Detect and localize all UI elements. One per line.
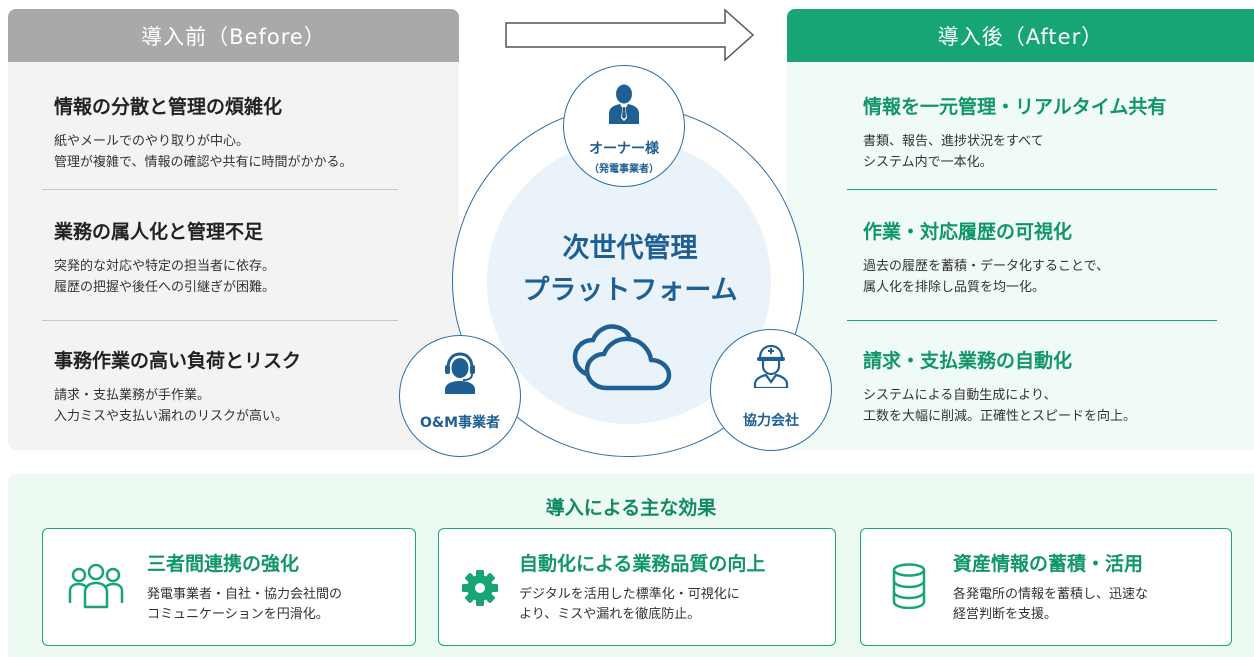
after-item-desc-line2: 属人化を排除し品質を均一化。: [863, 280, 1046, 295]
after-item-3: 請求・支払業務の自動化 システムによる自動生成により、 工数を大幅に削減。正確性…: [863, 346, 1243, 427]
operator-headset-icon: [445, 352, 475, 394]
before-item-desc-line1: 請求・支払業務が手作業。: [54, 388, 211, 403]
owner-node: オーナー様 （発電事業者）: [563, 65, 685, 187]
partner-label: 協力会社: [743, 413, 799, 429]
after-panel: 導入後（After） 情報を一元管理・リアルタイム共有 書類、報告、進捗状況をす…: [787, 9, 1254, 450]
after-item-2: 作業・対応履歴の可視化 過去の履歴を蓄積・データ化することで、 属人化を排除し品…: [863, 217, 1243, 298]
owner-label: オーナー様: [589, 141, 659, 157]
before-item-1: 情報の分散と管理の煩雑化 紙やメールでのやり取りが中心。 管理が複雑で、情報の確…: [54, 92, 434, 173]
people-icon: [68, 563, 124, 609]
effects-section: 導入による主な効果 三者間連携の強化 発電事業者・自社・協力会社間の コミュニケ…: [8, 474, 1254, 657]
effect-card-title: 三者間連携の強化: [147, 553, 300, 575]
gear-icon: [462, 570, 498, 606]
om-node: O&M事業者: [399, 335, 521, 457]
after-item-title: 請求・支払業務の自動化: [863, 350, 1073, 372]
before-divider-2: [42, 320, 398, 321]
before-item-desc-line2: 管理が複雑で、情報の確認や共有に時間がかかる。: [54, 155, 353, 170]
after-item-title: 作業・対応履歴の可視化: [863, 221, 1073, 243]
after-item-desc-line2: 工数を大幅に削減。正確性とスピードを向上。: [863, 409, 1137, 424]
database-icon: [892, 563, 926, 609]
before-to-after-arrow: [505, 8, 755, 62]
before-item-desc-line2: 入力ミスや支払い漏れのリスクが高い。: [54, 409, 289, 424]
before-item-title: 情報の分散と管理の煩雑化: [54, 96, 283, 118]
effect-card-title: 自動化による業務品質の向上: [519, 553, 766, 575]
effect-card-collaboration: 三者間連携の強化 発電事業者・自社・協力会社間の コミュニケーションを円滑化。: [42, 528, 416, 646]
after-divider-1: [847, 189, 1217, 190]
before-panel: 導入前（Before） 情報の分散と管理の煩雑化 紙やメールでのやり取りが中心。…: [8, 9, 459, 450]
om-label: O&M事業者: [419, 415, 501, 431]
effect-card-assets: 資産情報の蓄積・活用 各発電所の情報を蓄積し、迅速な 経営判断を支援。: [860, 528, 1232, 646]
platform-title: 次世代管理 プラットフォーム: [480, 228, 780, 312]
effect-card-desc-line1: 各発電所の情報を蓄積し、迅速な: [953, 587, 1149, 602]
platform-title-line1: 次世代管理: [562, 233, 698, 264]
before-item-title: 業務の属人化と管理不足: [54, 221, 264, 243]
effect-card-automation: 自動化による業務品質の向上 デジタルを活用した標準化・可視化に より、ミスや漏れ…: [438, 528, 836, 646]
businessman-icon: [609, 84, 639, 124]
after-item-desc-line1: 過去の履歴を蓄積・データ化することで、: [863, 259, 1110, 274]
after-header: 導入後（After）: [787, 9, 1254, 62]
effect-card-desc-line1: デジタルを活用した標準化・可視化に: [519, 587, 740, 602]
effect-card-desc-line2: 経営判断を支援。: [953, 607, 1058, 622]
after-item-desc-line2: システム内で一本化。: [863, 155, 993, 170]
after-item-title: 情報を一元管理・リアルタイム共有: [863, 96, 1167, 118]
before-header: 導入前（Before）: [8, 9, 459, 62]
partner-node: 協力会社: [710, 329, 832, 451]
construction-worker-icon: [753, 344, 789, 388]
effect-card-desc-line2: コミュニケーションを円滑化。: [147, 607, 329, 622]
before-item-desc-line1: 紙やメールでのやり取りが中心。: [54, 134, 250, 149]
before-item-2: 業務の属人化と管理不足 突発的な対応や特定の担当者に依存。 履歴の把握や後任への…: [54, 217, 434, 298]
after-item-1: 情報を一元管理・リアルタイム共有 書類、報告、進捗状況をすべて システム内で一本…: [863, 92, 1243, 173]
before-item-desc-line2: 履歴の把握や後任への引継ぎが困難。: [54, 280, 276, 295]
cloud-icon: [572, 324, 672, 391]
owner-sublabel: （発電事業者）: [589, 164, 659, 175]
platform-title-line2: プラットフォーム: [522, 275, 738, 306]
before-item-desc-line1: 突発的な対応や特定の担当者に依存。: [54, 259, 276, 274]
effect-card-title: 資産情報の蓄積・活用: [953, 553, 1144, 575]
after-item-desc-line1: システムによる自動生成により、: [863, 388, 1057, 403]
after-divider-2: [847, 320, 1217, 321]
effect-card-desc-line2: より、ミスや漏れを徹底防止。: [519, 607, 701, 622]
before-item-title: 事務作業の高い負荷とリスク: [54, 350, 302, 372]
after-item-desc-line1: 書類、報告、進捗状況をすべて: [863, 134, 1044, 149]
before-item-3: 事務作業の高い負荷とリスク 請求・支払業務が手作業。 入力ミスや支払い漏れのリス…: [54, 346, 434, 427]
before-divider-1: [42, 189, 398, 190]
effect-card-desc-line1: 発電事業者・自社・協力会社間の: [147, 587, 343, 602]
effects-title: 導入による主な効果: [545, 497, 717, 519]
